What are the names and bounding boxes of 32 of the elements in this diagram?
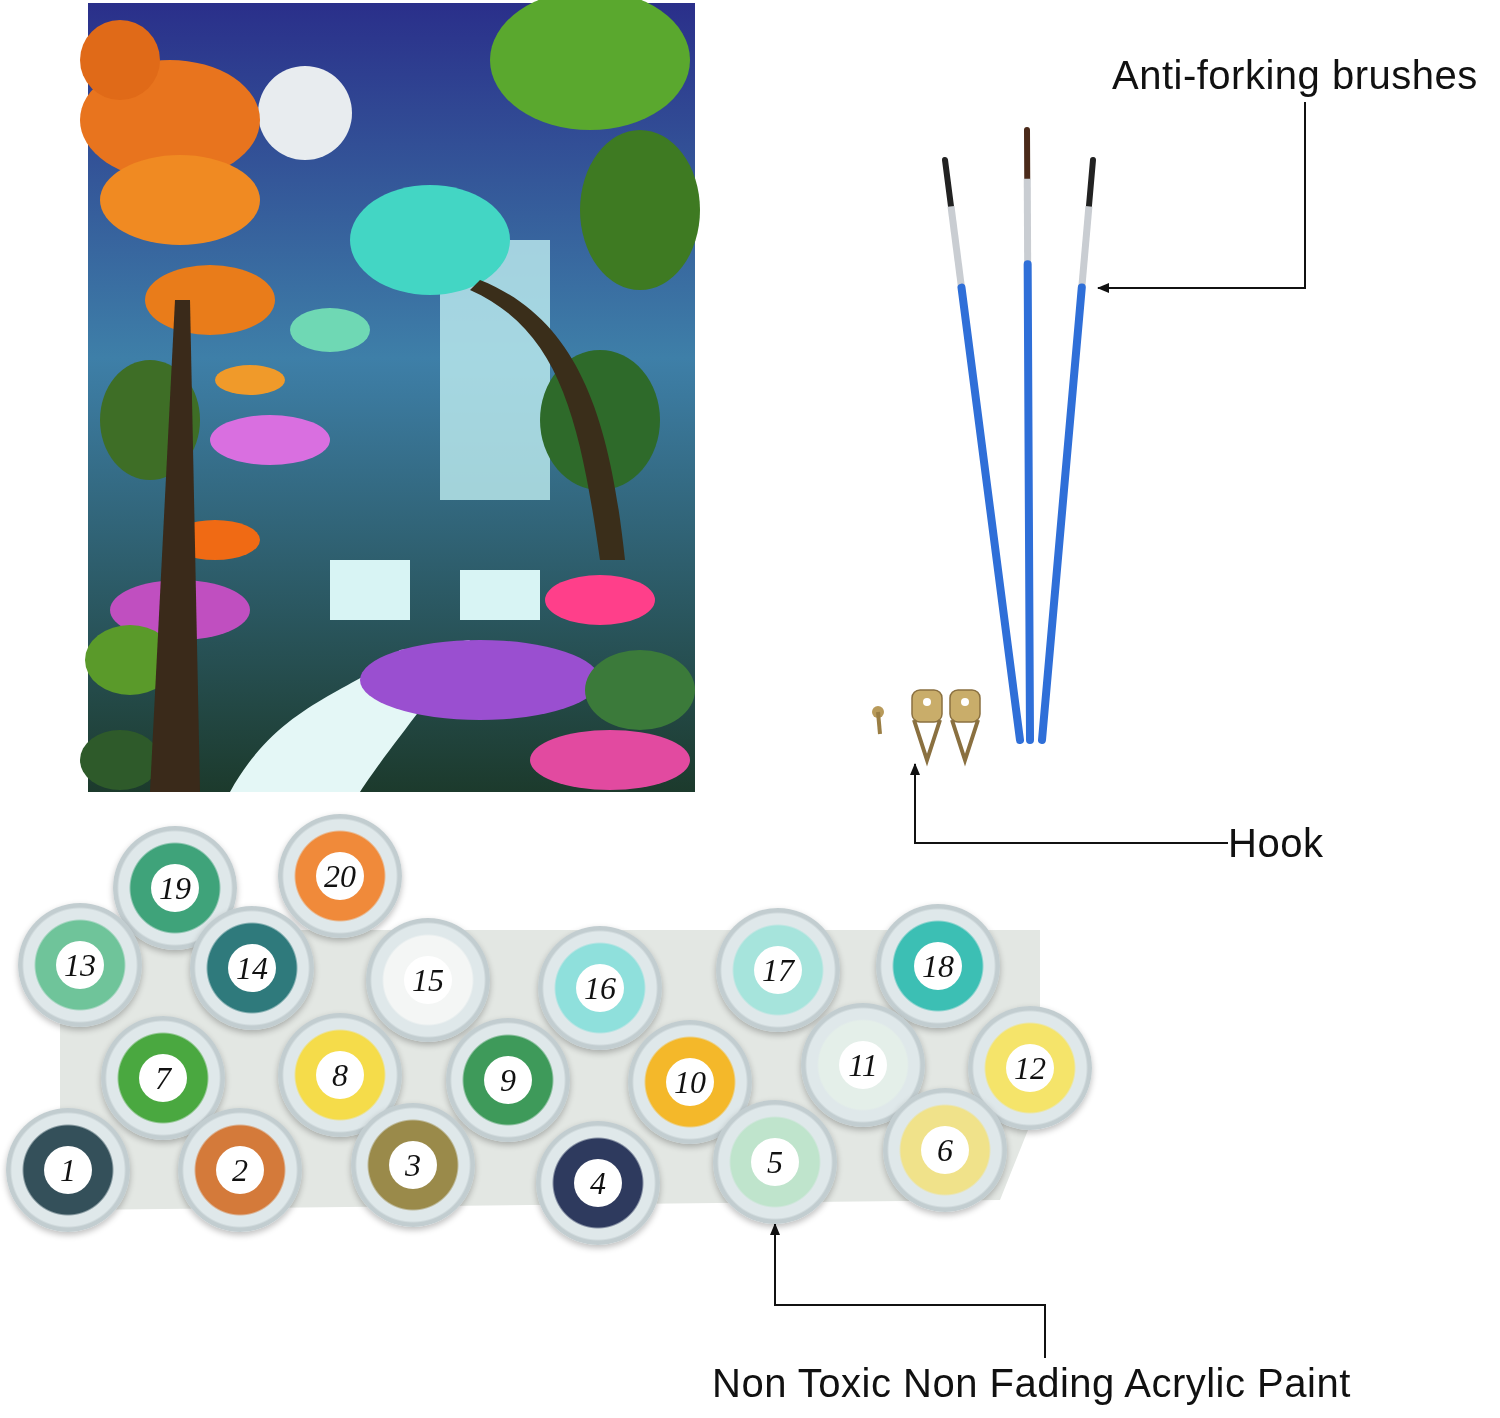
leader-line — [770, 1223, 1046, 1359]
pot-number: 15 — [404, 956, 452, 1004]
pot-number: 7 — [139, 1054, 187, 1102]
pot-number: 1 — [44, 1146, 92, 1194]
pot-number: 6 — [921, 1126, 969, 1174]
callout-label: Anti-forking brushes — [1112, 50, 1478, 100]
leader-line — [1097, 101, 1306, 293]
pot-number: 19 — [151, 864, 199, 912]
pot-number: 14 — [228, 944, 276, 992]
pot-number: 3 — [389, 1141, 437, 1189]
pot-number: 12 — [1006, 1044, 1054, 1092]
pot-number: 20 — [316, 852, 364, 900]
pot-number: 11 — [839, 1041, 887, 1089]
paint-pot — [278, 814, 402, 938]
callout-label: Hook — [1228, 818, 1324, 868]
pot-number: 4 — [574, 1159, 622, 1207]
pot-number: 5 — [751, 1138, 799, 1186]
pot-number: 17 — [754, 946, 802, 994]
pot-number: 2 — [216, 1146, 264, 1194]
paint-pot — [18, 903, 142, 1027]
pot-number: 18 — [914, 942, 962, 990]
hook-drawing — [872, 689, 981, 767]
pot-number: 10 — [666, 1058, 714, 1106]
pot-number: 13 — [56, 941, 104, 989]
paint-pot — [536, 1121, 660, 1245]
pot-number: 16 — [576, 964, 624, 1012]
pot-number: 8 — [316, 1051, 364, 1099]
callout-label: Non Toxic Non Fading Acrylic Paint — [712, 1358, 1351, 1408]
paint-pot — [6, 1108, 130, 1232]
pot-number: 9 — [484, 1056, 532, 1104]
paintbrushes-drawing — [942, 127, 1096, 744]
leader-line — [910, 763, 1229, 844]
